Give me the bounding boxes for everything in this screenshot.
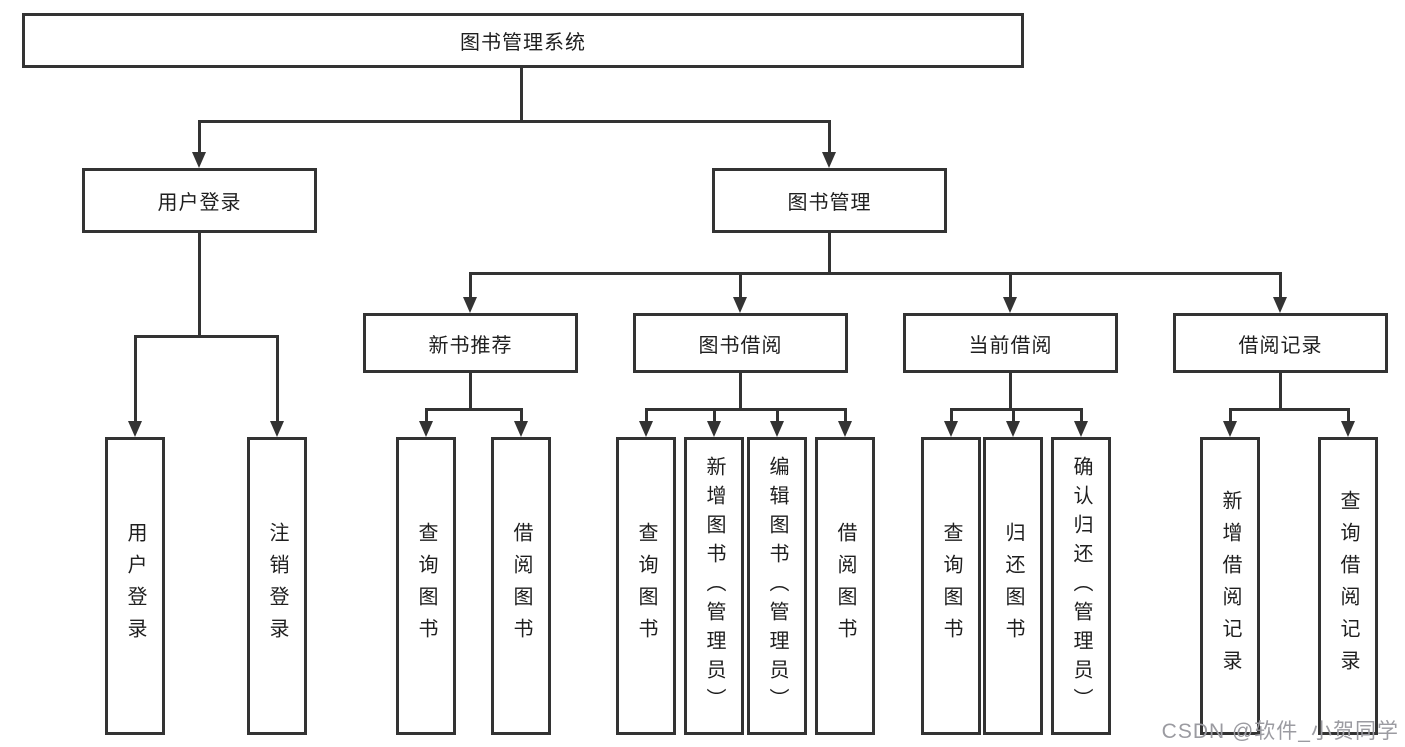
- arrowhead-borrowing-c3: [770, 421, 784, 437]
- node-borrowing-records-label: 借阅记录: [1238, 334, 1323, 357]
- node-query-books-recommend-label: 查询图书: [415, 522, 437, 650]
- node-return-book-label: 归还图书: [1002, 522, 1024, 650]
- arrowhead-recommend-c2: [514, 421, 528, 437]
- node-new-book-recommend: 新书推荐: [363, 313, 578, 373]
- connector-recommend-c1: [425, 408, 428, 421]
- arrowhead-current-c3: [1074, 421, 1088, 437]
- connector-recommend-c2: [520, 408, 523, 421]
- arrowhead-borrowing-c4: [838, 421, 852, 437]
- arrowhead-borrowing-c1: [639, 421, 653, 437]
- arrowhead-current-c1: [944, 421, 958, 437]
- connector-to-records: [1279, 272, 1282, 297]
- connector-userlogin-rail: [134, 335, 278, 338]
- arrowhead-recommend-c1: [419, 421, 433, 437]
- connector-borrowing-c2: [713, 408, 716, 421]
- connector-records-rail: [1229, 408, 1350, 411]
- node-logout-label: 注销登录: [266, 522, 288, 650]
- node-query-books-recommend: 查询图书: [396, 437, 456, 735]
- connector-bookmgmt-stem: [828, 233, 831, 272]
- arrowhead-records-c1: [1223, 421, 1237, 437]
- node-borrowing-records: 借阅记录: [1173, 313, 1388, 373]
- arrowhead-borrowing-c2: [707, 421, 721, 437]
- connector-borrowing-c3: [776, 408, 779, 421]
- node-add-book-admin: 新增图书（管理员）: [684, 437, 744, 735]
- node-library-system: 图书管理系统: [22, 13, 1024, 68]
- connector-current-rail: [950, 408, 1083, 411]
- node-user-login-leaf: 用户登录: [105, 437, 165, 735]
- arrowhead-current: [1003, 297, 1017, 313]
- node-add-borrow-record-label: 新增借阅记录: [1219, 490, 1241, 682]
- node-query-books-current: 查询图书: [921, 437, 981, 735]
- node-user-login-branch: 用户登录: [82, 168, 317, 233]
- connector-borrowing-stem: [739, 373, 742, 408]
- connector-root-stem: [520, 68, 523, 120]
- arrowhead-records-c2: [1341, 421, 1355, 437]
- arrowhead-login-leaf: [128, 421, 142, 437]
- node-add-borrow-record: 新增借阅记录: [1200, 437, 1260, 735]
- arrowhead-borrowing: [733, 297, 747, 313]
- node-book-borrowing: 图书借阅: [633, 313, 848, 373]
- connector-to-login-leaf: [134, 335, 137, 421]
- arrowhead-records: [1273, 297, 1287, 313]
- node-current-borrowing-label: 当前借阅: [968, 334, 1053, 357]
- node-add-book-admin-label: 新增图书（管理员）: [703, 455, 725, 717]
- node-borrow-books-leaf: 借阅图书: [815, 437, 875, 735]
- connector-current-c3: [1080, 408, 1083, 421]
- connector-to-user-login: [198, 120, 201, 154]
- connector-current-c1: [950, 408, 953, 421]
- connector-current-c2: [1012, 408, 1015, 421]
- node-query-books-borrow: 查询图书: [616, 437, 676, 735]
- arrowhead-user-login: [192, 152, 206, 168]
- node-book-borrowing-label: 图书借阅: [698, 334, 783, 357]
- connector-records-stem: [1279, 373, 1282, 408]
- node-query-borrow-record-label: 查询借阅记录: [1337, 490, 1359, 682]
- arrowhead-book-management: [822, 152, 836, 168]
- node-user-login-branch-label: 用户登录: [157, 192, 242, 214]
- node-new-book-recommend-label: 新书推荐: [428, 334, 513, 357]
- node-book-management: 图书管理: [712, 168, 947, 233]
- node-query-books-borrow-label: 查询图书: [635, 522, 657, 650]
- connector-recommend-stem: [469, 373, 472, 408]
- node-edit-book-admin-label: 编辑图书（管理员）: [766, 455, 788, 717]
- arrowhead-recommend: [463, 297, 477, 313]
- node-query-books-current-label: 查询图书: [940, 522, 962, 650]
- arrowhead-logout-leaf: [270, 421, 284, 437]
- connector-records-c1: [1229, 408, 1232, 421]
- connector-recommend-rail: [425, 408, 522, 411]
- node-current-borrowing: 当前借阅: [903, 313, 1118, 373]
- connector-root-rail: [198, 120, 831, 123]
- connector-to-current: [1009, 272, 1012, 297]
- connector-borrowing-rail: [645, 408, 846, 411]
- node-confirm-return-admin-label: 确认归还（管理员）: [1070, 455, 1092, 717]
- connector-userlogin-stem: [198, 233, 201, 335]
- node-borrow-books-recommend: 借阅图书: [491, 437, 551, 735]
- node-borrow-books-recommend-label: 借阅图书: [510, 522, 532, 650]
- node-confirm-return-admin: 确认归还（管理员）: [1051, 437, 1111, 735]
- connector-current-stem: [1009, 373, 1012, 408]
- node-logout: 注销登录: [247, 437, 307, 735]
- arrowhead-current-c2: [1006, 421, 1020, 437]
- connector-to-recommend: [469, 272, 472, 297]
- connector-to-book-management: [828, 120, 831, 154]
- connector-borrowing-c4: [844, 408, 847, 421]
- node-query-borrow-record: 查询借阅记录: [1318, 437, 1378, 735]
- node-library-system-label: 图书管理系统: [460, 32, 586, 54]
- node-borrow-books-leaf-label: 借阅图书: [834, 522, 856, 650]
- connector-bookmgmt-rail: [469, 272, 1282, 275]
- node-book-management-label: 图书管理: [787, 192, 872, 214]
- node-edit-book-admin: 编辑图书（管理员）: [747, 437, 807, 735]
- connector-to-borrowing: [739, 272, 742, 297]
- connector-to-logout-leaf: [276, 335, 279, 421]
- connector-borrowing-c1: [645, 408, 648, 421]
- node-user-login-leaf-label: 用户登录: [124, 522, 146, 650]
- node-return-book: 归还图书: [983, 437, 1043, 735]
- connector-records-c2: [1347, 408, 1350, 421]
- csdn-watermark: CSDN @软件_小贺同学: [1161, 720, 1399, 743]
